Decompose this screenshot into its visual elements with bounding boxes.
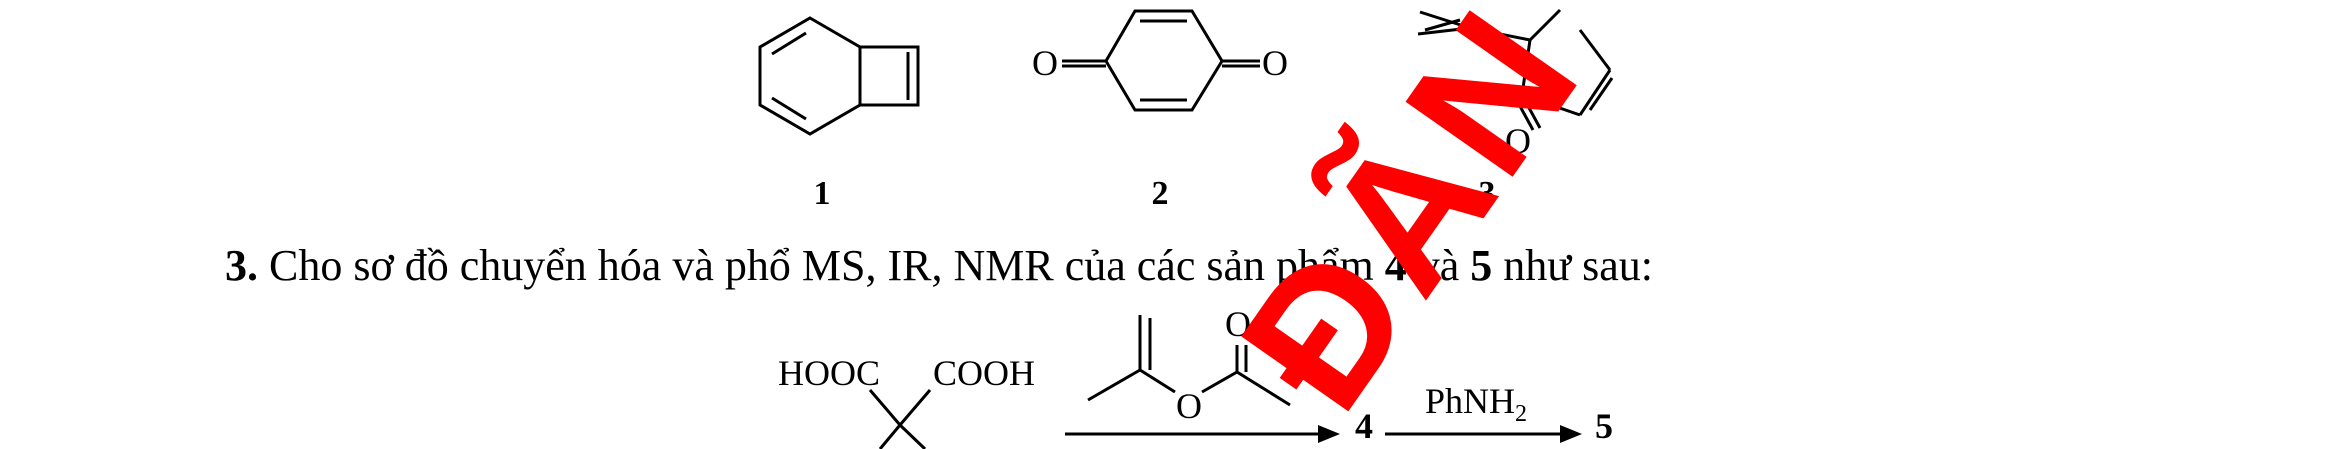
reagent-aniline: PhNH2	[1425, 380, 1527, 428]
acid-left-label: HOOC	[778, 353, 881, 393]
compound-3-structure	[1417, 8, 1614, 131]
compound-2-oxygen-left: O	[1032, 43, 1058, 83]
scheme-product-5: 5	[1595, 406, 1613, 446]
reagent-aniline-subscript: 2	[1515, 401, 1528, 428]
compound-3-oxygen: O	[1505, 121, 1531, 161]
scheme-product-4: 4	[1355, 406, 1373, 446]
question-paragraph: 3. Cho sơ đồ chuyển hóa và phổ MS, IR, N…	[225, 240, 1653, 291]
product-5-label: 5	[1470, 241, 1493, 290]
acid-right-label: COOH	[933, 353, 1036, 393]
reagent-oxygen-bridge: O	[1176, 386, 1202, 426]
product-4-label: 4	[1384, 241, 1407, 290]
compound-label-2: 2	[1151, 175, 1169, 212]
compound-1-structure	[758, 16, 920, 136]
compound-label-1: 1	[813, 175, 831, 212]
arrow-head-2	[1560, 425, 1582, 443]
isopropenyl-acetate-structure	[1087, 315, 1291, 407]
compound-2-oxygen-right: O	[1262, 43, 1288, 83]
reagent-oxygen-top: O	[1225, 304, 1251, 344]
compound-label-3: 3	[1478, 175, 1496, 212]
question-text-before: Cho sơ đồ chuyển hóa và phổ MS, IR, NMR …	[258, 241, 1385, 290]
arrow-head-1	[1318, 425, 1340, 443]
question-connector: và	[1406, 241, 1471, 290]
malonic-acid-structure	[868, 389, 932, 449]
question-number: 3.	[225, 241, 258, 290]
compound-2-structure	[1062, 9, 1260, 112]
reagent-aniline-main: PhNH	[1425, 381, 1516, 421]
question-text-after: như sau:	[1492, 241, 1654, 290]
